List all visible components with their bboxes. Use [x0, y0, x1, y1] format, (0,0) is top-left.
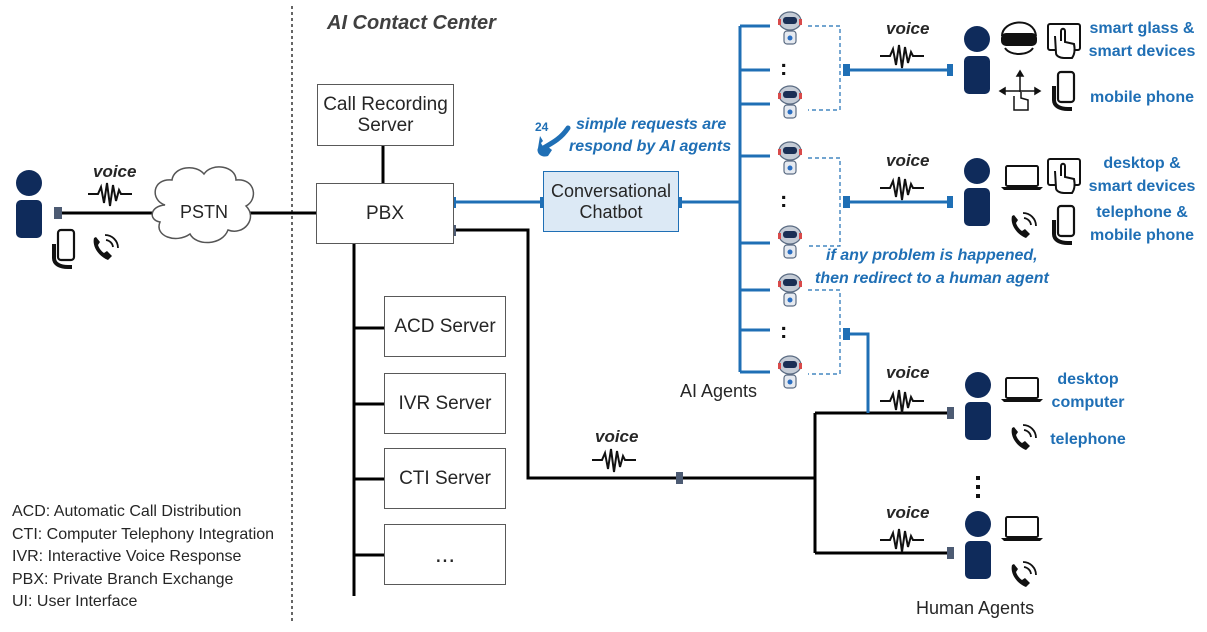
touch-screen-icon: [1047, 23, 1081, 59]
laptop-icon: [1000, 377, 1044, 403]
conversational-chatbot-box: Conversational Chatbot: [543, 171, 679, 232]
chatbot-label-line1: Conversational: [550, 180, 672, 201]
chatbot-note-line2: respond by AI agents: [569, 138, 732, 155]
acd-server-box: ACD Server: [384, 296, 506, 357]
group3-line2: computer: [1051, 394, 1125, 411]
pbx-box: PBX: [316, 183, 454, 244]
voice-wave-icon: [87, 182, 133, 207]
voice-wave-icon: [879, 528, 925, 553]
telephone-icon: [537, 125, 571, 157]
robot-icon: [777, 355, 803, 389]
robot-icon: [777, 85, 803, 119]
acd-server-label: ACD Server: [394, 316, 496, 337]
voice-wave-icon: [879, 176, 925, 201]
more-servers-label: ...: [434, 541, 455, 568]
robot-icon: [777, 141, 803, 175]
legend-item: IVR: Interactive Voice Response: [12, 548, 242, 565]
touch-screen-icon: [1047, 158, 1081, 194]
telephone-icon: [1010, 424, 1037, 451]
cti-server-label: CTI Server: [399, 468, 491, 489]
gesture-icon: [998, 69, 1042, 111]
group2-line2: smart devices: [1088, 178, 1196, 195]
telephone-icon: [92, 234, 119, 261]
mobile-phone-icon: [1052, 70, 1076, 111]
voice-label-trunk: voice: [595, 427, 639, 446]
chatbot-label-line2: Chatbot: [579, 201, 643, 222]
group3-line1: desktop: [1057, 371, 1119, 388]
legend-item: PBX: Private Branch Exchange: [12, 570, 234, 588]
ai-agents-ellipsis-3: :: [780, 318, 788, 343]
group3-line3: telephone: [1050, 431, 1126, 448]
robot-icon: [777, 273, 803, 307]
pstn-label: PSTN: [180, 202, 229, 222]
telephone-icon: [1010, 212, 1037, 239]
legend-item: ACD: Automatic Call Distribution: [12, 503, 242, 520]
laptop-icon: [1000, 165, 1044, 191]
cloud-icon: [151, 166, 255, 244]
voice-label-customer: voice: [93, 162, 137, 181]
voice-label-group1: voice: [886, 19, 930, 38]
redirect-note-line2: then redirect to a human agent: [815, 270, 1049, 287]
call-recording-label-line1: Call Recording: [323, 94, 448, 115]
person-icon: [965, 372, 991, 440]
person-icon: [964, 26, 990, 94]
agent-ellipsis: [976, 476, 980, 498]
more-servers-box: ...: [384, 524, 506, 585]
pbx-label: PBX: [365, 203, 405, 224]
laptop-icon: [1000, 516, 1044, 542]
call-recording-server-box: Call Recording Server: [317, 84, 454, 146]
group2-line4: mobile phone: [1090, 227, 1194, 244]
group1-line2: smart devices: [1088, 43, 1196, 60]
ivr-server-box: IVR Server: [384, 373, 506, 434]
voice-label-group2: voice: [886, 151, 930, 170]
ivr-server-label: IVR Server: [398, 393, 492, 414]
ai-agents-ellipsis-2: :: [780, 187, 788, 212]
group1-line3: mobile phone: [1090, 89, 1194, 106]
vr-glasses-icon: [1001, 21, 1037, 55]
chatbot-note-line1: simple requests are: [576, 116, 727, 133]
mobile-phone-icon: [1052, 204, 1076, 245]
legend-item: CTI: Computer Telephony Integration: [12, 525, 275, 543]
human-agents-label: Human Agents: [916, 598, 1035, 618]
voice-wave-icon: [879, 389, 925, 414]
mobile-phone-icon: [52, 228, 76, 269]
voice-label-human1: voice: [886, 363, 930, 382]
group1-line1: smart glass &: [1089, 20, 1195, 37]
robot-icon: [777, 11, 803, 45]
person-icon: [16, 170, 42, 238]
badge-24: 24: [535, 120, 549, 134]
legend-item: UI: User Interface: [12, 593, 138, 610]
group2-line3: telephone &: [1096, 204, 1188, 221]
group2-line1: desktop &: [1103, 155, 1181, 172]
robot-icon: [777, 225, 803, 259]
legend: ACD: Automatic Call Distribution CTI: Co…: [12, 501, 274, 614]
voice-label-human2: voice: [886, 503, 930, 522]
cti-server-box: CTI Server: [384, 448, 506, 509]
ai-agents-label: AI Agents: [680, 381, 758, 401]
person-icon: [964, 158, 990, 226]
ai-agents-ellipsis-1: :: [780, 55, 788, 80]
voice-wave-icon: [879, 44, 925, 69]
page-title: AI Contact Center: [327, 12, 496, 34]
call-recording-label-line2: Server: [357, 115, 414, 136]
person-icon: [965, 511, 991, 579]
telephone-icon: [1010, 561, 1037, 588]
voice-wave-icon: [591, 448, 637, 473]
redirect-note-line1: if any problem is happened,: [826, 247, 1038, 264]
